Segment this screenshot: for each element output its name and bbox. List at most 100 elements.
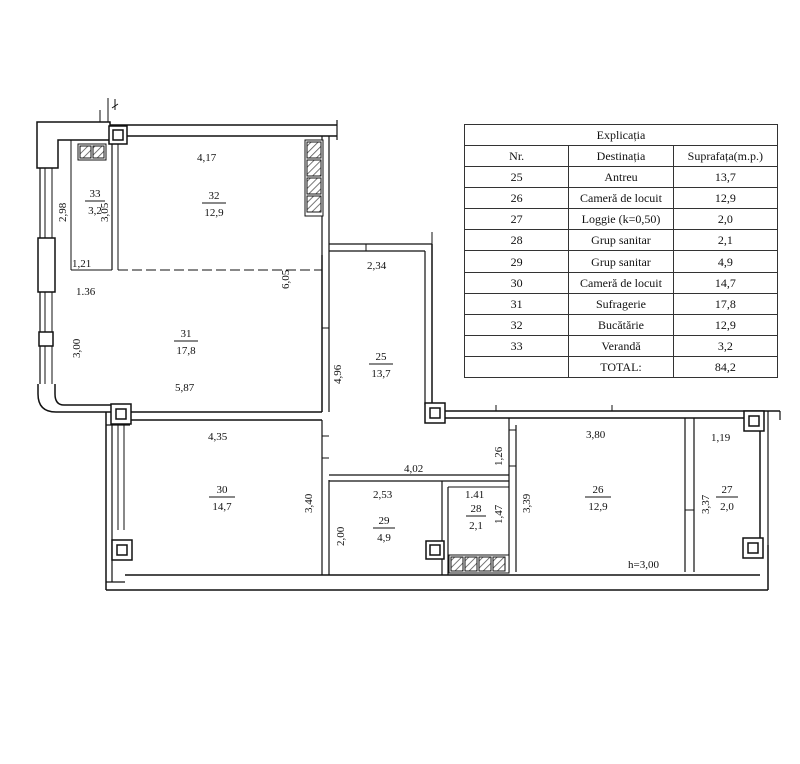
room-number: 32 [209,190,220,202]
room-number: 30 [217,484,229,496]
columns [108,125,765,561]
cell-nr: 25 [463,166,570,189]
table-row: 28 Grup sanitar 2,1 [463,229,779,252]
room-number: 28 [471,503,483,515]
room-area: 13,7 [371,368,391,380]
cell-destination: Cameră de locuit [568,271,674,294]
room-area: 12,9 [204,207,224,219]
room-26: 26 12,9 [585,484,611,513]
cell-nr: 29 [463,250,570,273]
room-area: 14,7 [212,501,232,513]
cell-nr: 33 [463,334,570,357]
room-area: 2,0 [720,501,734,513]
dim-label: 3,80 [586,429,606,441]
table-row: 27 Loggie (k=0,50) 2,0 [463,208,779,231]
col-header-area: Suprafața(m.p.) [672,145,779,168]
cell-area: 12,9 [672,313,779,336]
total-label: TOTAL: [568,355,674,379]
room-number: 33 [90,188,102,200]
cell-area: 2,0 [672,208,779,231]
cell-nr [463,355,570,379]
dim-label: 1,21 [72,258,91,270]
dim-label: 4,17 [197,152,217,164]
room-area: 4,9 [377,532,391,544]
dim-label: 1,19 [711,432,731,444]
dim-label: 1,47 [493,504,505,524]
dim-label: 6,05 [280,269,292,289]
vent-shafts [77,139,510,574]
room-area: 3,2 [88,205,102,217]
total-value: 84,2 [672,355,779,379]
room-number: 27 [722,484,734,496]
cell-area: 17,8 [672,292,779,315]
cell-destination: Grup sanitar [568,250,674,273]
cell-area: 14,7 [672,271,779,294]
cell-destination: Antreu [568,166,674,189]
room-30: 30 14,7 [209,484,235,513]
cell-nr: 26 [463,187,570,210]
cell-destination: Grup sanitar [568,229,674,252]
cell-nr: 28 [463,229,570,252]
cell-area: 13,7 [672,166,779,189]
dim-label: 3,37 [700,494,712,514]
room-25: 25 13,7 [369,351,393,380]
room-27: 27 2,0 [716,484,738,513]
dim-label: 2,98 [57,202,69,222]
room-number: 31 [181,328,192,340]
legend-title-row: Explicația [464,123,778,147]
legend-header-row: Nr. Destinația Suprafața(m.p.) [463,145,779,168]
cell-area: 3,2 [672,334,779,357]
ceiling-height-label: h=3,00 [628,559,659,571]
dim-label: 3,39 [521,493,533,513]
col-header-destination: Destinația [568,145,674,168]
dim-label: 3,05 [99,202,111,222]
cell-area: 4,9 [672,250,779,273]
room-number: 25 [376,351,388,363]
legend-title: Explicația [464,123,778,147]
room-area: 12,9 [588,501,608,513]
table-row: 29 Grup sanitar 4,9 [463,250,779,273]
cell-destination: Cameră de locuit [568,187,674,210]
dim-label: 1.41 [465,489,484,501]
col-header-nr: Nr. [463,145,570,168]
cell-area: 2,1 [672,229,779,252]
table-row: 30 Cameră de locuit 14,7 [463,271,779,294]
cell-nr: 31 [463,292,570,315]
dim-label: 2,00 [335,526,347,546]
legend-table: Explicația Nr. Destinația Suprafața(m.p.… [463,123,779,379]
total-row: TOTAL: 84,2 [463,355,779,379]
room-31: 31 17,8 [174,328,198,357]
room-29: 29 4,9 [373,515,395,544]
table-row: 25 Antreu 13,7 [463,166,779,189]
dim-label: 4,02 [404,463,423,475]
dim-label: 3,40 [303,493,315,513]
cell-nr: 32 [463,313,570,336]
dim-label: 3,00 [71,338,83,358]
cell-nr: 27 [463,208,570,231]
cell-destination: Sufragerie [568,292,674,315]
cell-destination: Loggie (k=0,50) [568,208,674,231]
cell-nr: 30 [463,271,570,294]
dim-label: 5,87 [175,382,195,394]
dim-label: 1.36 [76,286,96,298]
cell-destination: Bucătărie [568,313,674,336]
door-marks [99,98,694,511]
dim-label: 4,96 [332,364,344,384]
table-row: 26 Cameră de locuit 12,9 [463,187,779,210]
room-32: 32 12,9 [202,190,226,219]
table-row: 33 Verandă 3,2 [463,334,779,357]
table-row: 31 Sufragerie 17,8 [463,292,779,315]
dim-label: 4,35 [208,431,228,443]
room-number: 26 [593,484,605,496]
table-row: 32 Bucătărie 12,9 [463,313,779,336]
room-area: 2,1 [469,520,483,532]
room-number: 29 [379,515,391,527]
room-28: 28 2,1 [466,503,486,532]
cell-destination: Verandă [568,334,674,357]
room-33: 33 3,2 [85,188,105,217]
cell-area: 12,9 [672,187,779,210]
room-area: 17,8 [176,345,196,357]
dim-label: 1,26 [493,446,505,466]
dim-label: 2,53 [373,489,393,501]
